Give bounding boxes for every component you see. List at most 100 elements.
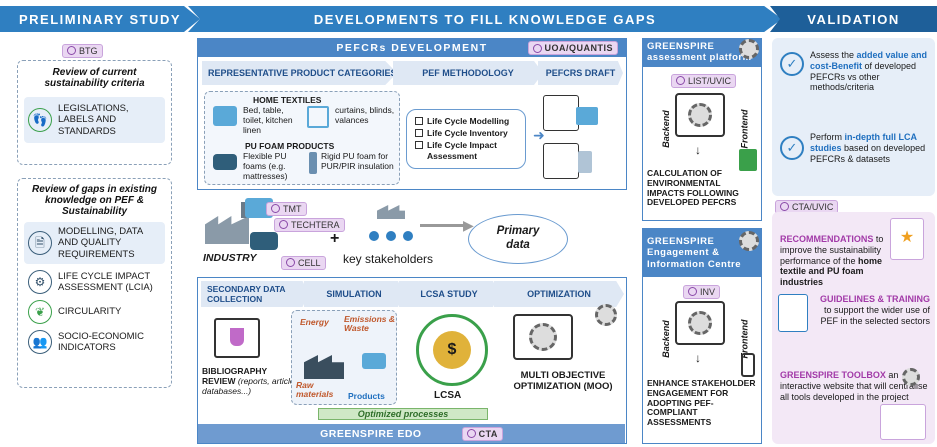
engagement-centre-box: GREENSPIRE Engagement & Information Cent… <box>642 228 762 444</box>
person-icon <box>67 46 76 55</box>
lcsa-circle-icon: $ <box>416 314 488 386</box>
document-icon: 🗎 <box>28 231 52 256</box>
optimization-header: OPTIMIZATION <box>494 281 624 307</box>
gear-icon <box>902 368 920 386</box>
window-icon <box>307 106 329 128</box>
moo-label: MULTI OBJECTIVE OPTIMIZATION (MOO) <box>513 370 613 393</box>
leaf-icon: ❦ <box>28 300 52 325</box>
sofa-icon <box>250 232 278 250</box>
check-badge-icon: ✓ <box>780 136 804 160</box>
towel-icon <box>213 106 237 126</box>
products-label: Products <box>348 391 385 401</box>
header-developments: DEVELOPMENTS TO FILL KNOWLEDGE GAPS <box>188 6 782 32</box>
factory-icon <box>304 355 344 379</box>
header-developments-label: DEVELOPMENTS TO FILL KNOWLEDGE GAPS <box>313 11 657 27</box>
cell-tag: CELL <box>281 254 326 272</box>
simulation-header: SIMULATION <box>304 281 404 307</box>
inv-tag: INV <box>683 283 721 301</box>
stakeholders-icon <box>367 205 415 245</box>
validation-perform-text: Perform in-depth full LCA studies based … <box>810 132 926 164</box>
website-icon <box>880 404 926 440</box>
review-gaps-box: Review of gaps in existing knowledge on … <box>17 178 172 388</box>
bibliography-text: BIBLIOGRAPHY REVIEW (reports, articles, … <box>202 366 302 397</box>
review-criteria-box: Review of current sustainability criteri… <box>17 60 172 165</box>
pefcrs-development-box: PEFCRs DEVELOPMENT UOA/QUANTIS REPRESENT… <box>197 38 627 190</box>
recommendations-text: RECOMMENDATIONS to improve the sustainab… <box>780 234 884 288</box>
sofa-icon <box>213 154 237 170</box>
flexible-foam-label: Flexible PU foams (e.g. mattresses) <box>243 151 288 182</box>
computer-icon <box>214 318 260 358</box>
spray-can-icon <box>309 152 317 174</box>
techtera-tag: TECHTERA <box>274 216 345 234</box>
greenspire-edo-box: SECONDARY DATA COLLECTION SIMULATION LCS… <box>197 277 627 444</box>
product-categories-header: REPRESENTATIVE PRODUCT CATEGORIES <box>202 61 397 85</box>
checklist-icon <box>778 294 808 332</box>
pefcrs-title: PEFCRs DEVELOPMENT UOA/QUANTIS <box>198 39 626 57</box>
validation-assess-text: Assess the added value and cost-Benefit … <box>810 50 928 93</box>
header-preliminary-label: PRELIMINARY STUDY <box>18 11 181 27</box>
backend-label: Backend <box>660 320 671 358</box>
monitor-gear-icon <box>675 301 725 345</box>
stakeholders-label: key stakeholders <box>343 252 434 266</box>
arrow-right-icon: ➜ <box>533 127 545 143</box>
phone-icon <box>741 353 755 377</box>
product-categories-panel: HOME TEXTILES Bed, table, toilet, kitche… <box>204 91 400 185</box>
arrow-down-icon: ↓ <box>695 351 701 365</box>
hand-gear-icon: ⚙ <box>28 270 52 295</box>
calculator-icon <box>739 149 757 171</box>
review-gaps-title: Review of gaps in existing knowledge on … <box>31 184 158 217</box>
lcsa-label: LCSA <box>434 390 462 401</box>
list-uvic-tag: LIST/UVIC <box>671 72 737 90</box>
industry-label: INDUSTRY <box>203 252 257 264</box>
assessment-platform-box: GREENSPIRE assessment platform LIST/UVIC… <box>642 38 762 221</box>
method-item: Life Cycle Inventory <box>415 128 517 138</box>
socio-economic-label: SOCIO-ECONOMIC INDICATORS <box>58 330 145 354</box>
pu-foam-label: PU FOAM PRODUCTS <box>245 141 335 151</box>
emissions-label: Emissions & Waste <box>344 314 396 334</box>
frontend-label: Frontend <box>739 109 750 149</box>
raw-materials-label: Raw materials <box>296 380 334 400</box>
modelling-label: MODELLING, DATA AND QUALITY REQUIREMENTS <box>58 226 143 260</box>
product-icon <box>362 353 386 369</box>
backend-label: Backend <box>660 110 671 148</box>
method-item: Life Cycle Impact Assessment <box>415 140 517 161</box>
gear-icon <box>739 39 759 59</box>
monitor-gear-icon <box>675 93 725 137</box>
home-textiles-label: HOME TEXTILES <box>253 95 322 105</box>
btg-tag: BTG <box>62 42 103 60</box>
certificate-icon <box>543 143 579 179</box>
simulation-panel: Energy Emissions & Waste Raw materials P… <box>291 310 397 405</box>
rigid-foam-label: Rigid PU foam for PUR/PIR insulation <box>321 151 394 172</box>
spray-can-icon <box>578 151 592 173</box>
plus-sign: + <box>330 230 340 247</box>
cta-tag: CTA <box>461 426 503 441</box>
star-document-icon: ★ <box>890 218 924 260</box>
primary-data-ellipse: Primary data <box>468 214 568 264</box>
toolbox-text: GREENSPIRE TOOLBOX an interactive websit… <box>780 370 928 402</box>
curtains-label: curtains, blinds, valances <box>335 105 395 126</box>
header-preliminary-study: PRELIMINARY STUDY <box>0 6 200 32</box>
towel-icon <box>576 107 598 125</box>
factory-icon <box>201 200 253 248</box>
linen-label: Bed, table, toilet, kitchen linen <box>243 105 293 136</box>
check-badge-icon: ✓ <box>780 52 804 76</box>
lcia-label: LIFE CYCLE IMPACT ASSESSMENT (LCIA) <box>58 270 153 294</box>
energy-label: Energy <box>300 317 329 327</box>
guidelines-text: GUIDELINES & TRAINING to support the wid… <box>819 294 930 326</box>
gear-icon <box>739 231 759 251</box>
legislations-label: LEGISLATIONS, LABELS AND STANDARDS <box>58 103 129 137</box>
header-validation: VALIDATION <box>770 6 937 32</box>
people-icon: 👥 <box>28 330 52 355</box>
validation-top-panel: ✓ Assess the added value and cost-Benefi… <box>772 38 935 196</box>
review-criteria-title: Review of current sustainability criteri… <box>44 67 145 89</box>
gear-icon <box>595 304 617 326</box>
footprint-icon: 👣 <box>28 108 52 133</box>
secondary-data-header: SECONDARY DATA COLLECTION <box>201 281 309 307</box>
arrow-line <box>420 224 468 227</box>
validation-bottom-panel: ★ RECOMMENDATIONS to improve the sustain… <box>772 212 935 444</box>
monitor-gear-icon <box>513 314 573 360</box>
header-validation-label: VALIDATION <box>807 11 900 27</box>
lcsa-study-header: LCSA STUDY <box>399 281 499 307</box>
pef-methodology-header: PEF METHODOLOGY <box>393 61 543 85</box>
optimized-processes-bar: Optimized processes <box>318 408 488 420</box>
